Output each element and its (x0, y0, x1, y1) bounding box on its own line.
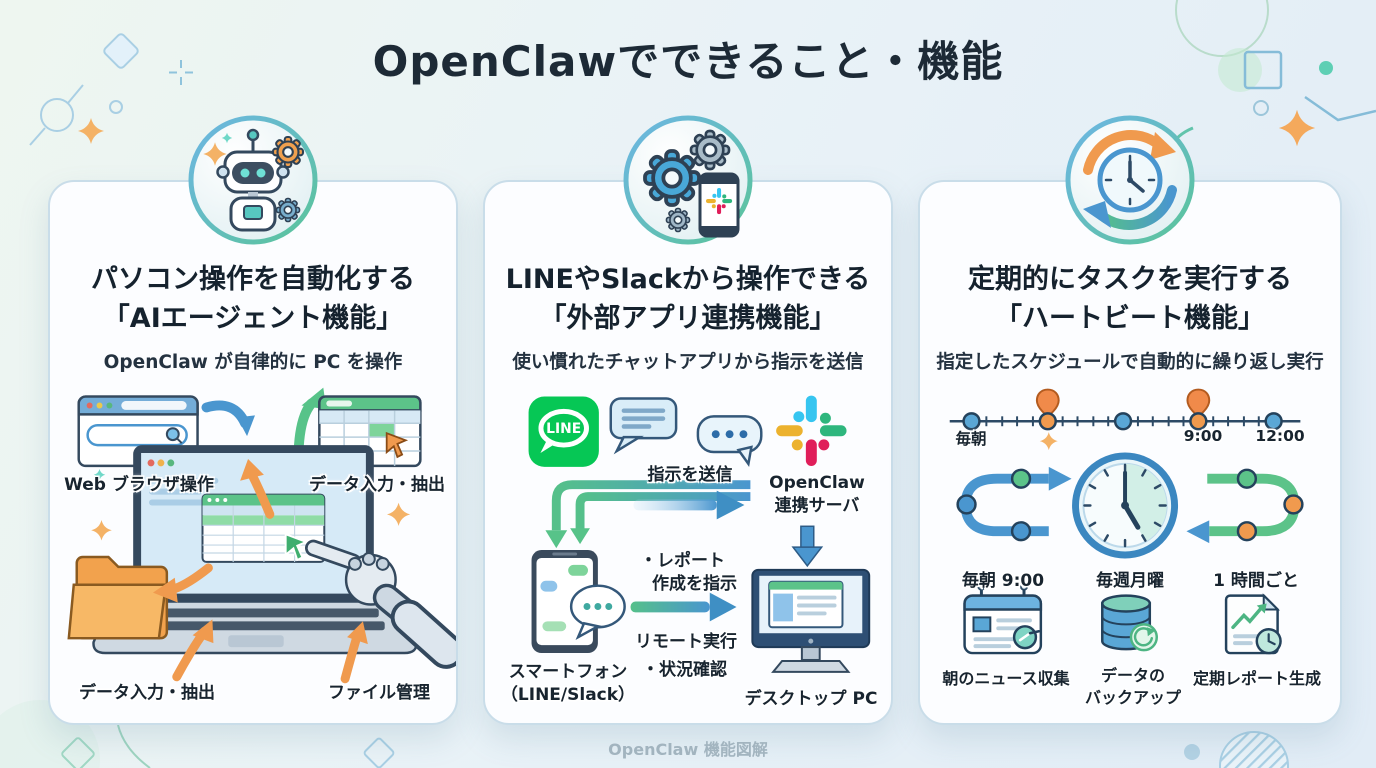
label-timeline-mid: 9:00 (1183, 427, 1223, 445)
label-web-browser: Web ブラウザ操作 (64, 475, 214, 495)
label-schedule-center: 毎週月曜 (1096, 571, 1164, 591)
external-app-scene: LINE (528, 395, 871, 673)
label-task-news: 朝のニュース収集 (942, 669, 1070, 688)
panel-heartbeat-title-line1: 定期的にタスクを実行する (968, 264, 1292, 295)
label-report-line1: ・レポート (640, 551, 725, 571)
label-timeline-left: 毎朝 (955, 430, 987, 448)
label-server: OpenClaw 連携サーバ (737, 472, 897, 518)
label-task-report: 定期レポート生成 (1192, 669, 1321, 688)
panel-ai-title: パソコン操作を自動化する 「AIエージェント機能」 (50, 260, 456, 338)
gear-icon (689, 129, 731, 171)
panel-heartbeat-illustration: 毎朝 9:00 12:00 毎朝 9:00 毎週月曜 1 時間ごと 朝のニュース… (920, 382, 1340, 727)
label-smartphone-line2: （LINE/Slack） (500, 684, 636, 705)
chat-dots-bubble-icon (696, 415, 763, 468)
gear-icon (271, 135, 305, 169)
folder-icon (67, 555, 169, 640)
gears-phone-icon (623, 115, 753, 245)
timeline (949, 388, 1301, 431)
label-desktop-pc: デスクトップ PC (744, 689, 878, 709)
label-schedule-left: 毎朝 9:00 (961, 571, 1045, 591)
label-smartphone: スマートフォン （LINE/Slack） (488, 661, 648, 707)
gears-phone-badge (620, 112, 756, 248)
heartbeat-scene (949, 388, 1304, 655)
smartphone-icon (698, 172, 740, 238)
gear-icon (643, 149, 701, 207)
label-status-check: ・状況確認 (642, 660, 727, 680)
label-report-line2: 作成を指示 (652, 573, 737, 594)
smartphone-icon (531, 550, 626, 654)
loop-left (956, 466, 1072, 542)
label-report: ・レポート 作成を指示 (640, 550, 737, 596)
ai-agent-scene (67, 387, 456, 684)
panel-heartbeat: 定期的にタスクを実行する 「ハートビート機能」 指定したスケジュールで自動的に繰… (918, 115, 1342, 727)
calendar-news-icon (963, 582, 1043, 655)
label-schedule-right: 1 時間ごと (1213, 571, 1299, 591)
slack-logo-icon (776, 395, 847, 466)
laptop-icon (92, 445, 418, 655)
report-doc-icon (1224, 593, 1282, 655)
pipe-arrows (545, 480, 751, 549)
cursor-icon (385, 431, 409, 459)
panel-ai-title-line1: パソコン操作を自動化する (91, 264, 415, 295)
label-data-io-bottom: データ入力・抽出 (79, 683, 215, 703)
panel-app-title: LINEやSlackから操作できる 「外部アプリ連携機能」 (485, 260, 891, 338)
clock-cycle-icon (1065, 115, 1195, 245)
svg-text:LINE: LINE (546, 421, 581, 437)
clock-badge (1062, 112, 1198, 248)
label-task-backup-line1: データの (1100, 666, 1165, 685)
panel-app-title-line1: LINEやSlackから操作できる (505, 264, 871, 295)
label-smartphone-line1: スマートフォン (508, 662, 628, 682)
label-task-backup: データの バックアップ (1053, 665, 1213, 708)
gear-icon (275, 197, 301, 223)
robot-hand-icon (304, 539, 456, 669)
label-server-line2: 連携サーバ (774, 495, 860, 516)
label-remote-exec: リモート実行 (635, 632, 737, 652)
panel-heartbeat-subtitle: 指定したスケジュールで自動的に繰り返し実行 (936, 352, 1324, 374)
label-timeline-right: 12:00 (1255, 427, 1305, 445)
panel-ai-agent: パソコン操作を自動化する 「AIエージェント機能」 OpenClaw が自律的に… (48, 115, 458, 727)
label-data-io-top: データ入力・抽出 (309, 475, 445, 495)
remote-exec-arrow (630, 592, 737, 622)
clock-icon (1072, 452, 1179, 559)
label-send-instruction: 指示を送信 (647, 465, 733, 485)
desktop-pc-icon (751, 568, 871, 673)
panel-app-title-line2: 「外部アプリ連携機能」 (539, 303, 837, 335)
panel-app-illustration: LINE (485, 382, 891, 727)
panel-ai-illustration: Web ブラウザ操作 データ入力・抽出 データ入力・抽出 ファイル管理 (50, 382, 456, 727)
panel-app-subtitle: 使い慣れたチャットアプリから指示を送信 (512, 352, 864, 374)
panel-external-app: LINEやSlackから操作できる 「外部アプリ連携機能」 使い慣れたチャットア… (483, 115, 893, 727)
search-icon (165, 427, 180, 442)
label-task-backup-line2: バックアップ (1084, 687, 1181, 707)
chat-bubble-icon (609, 397, 678, 455)
cursor-icon (284, 532, 309, 562)
panel-ai-title-line2: 「AIエージェント機能」 (102, 303, 404, 335)
database-backup-icon (1101, 594, 1158, 652)
loop-right (1186, 468, 1304, 544)
down-arrow (791, 525, 824, 568)
panel-ai-subtitle: OpenClaw が自律的に PC を操作 (103, 352, 403, 374)
footer-caption: OpenClaw 機能図解 (608, 740, 768, 759)
line-logo-icon: LINE (528, 396, 599, 467)
label-file-management: ファイル管理 (328, 683, 430, 703)
robot-badge (185, 112, 321, 248)
panel-heartbeat-title-line2: 「ハートビート機能」 (995, 303, 1265, 335)
panel-heartbeat-title: 定期的にタスクを実行する 「ハートビート機能」 (920, 260, 1340, 338)
gear-icon (665, 207, 691, 233)
label-server-line1: OpenClaw (769, 473, 865, 493)
page-title: OpenClawでできること・機能 (372, 37, 1004, 86)
robot-icon (188, 115, 318, 245)
